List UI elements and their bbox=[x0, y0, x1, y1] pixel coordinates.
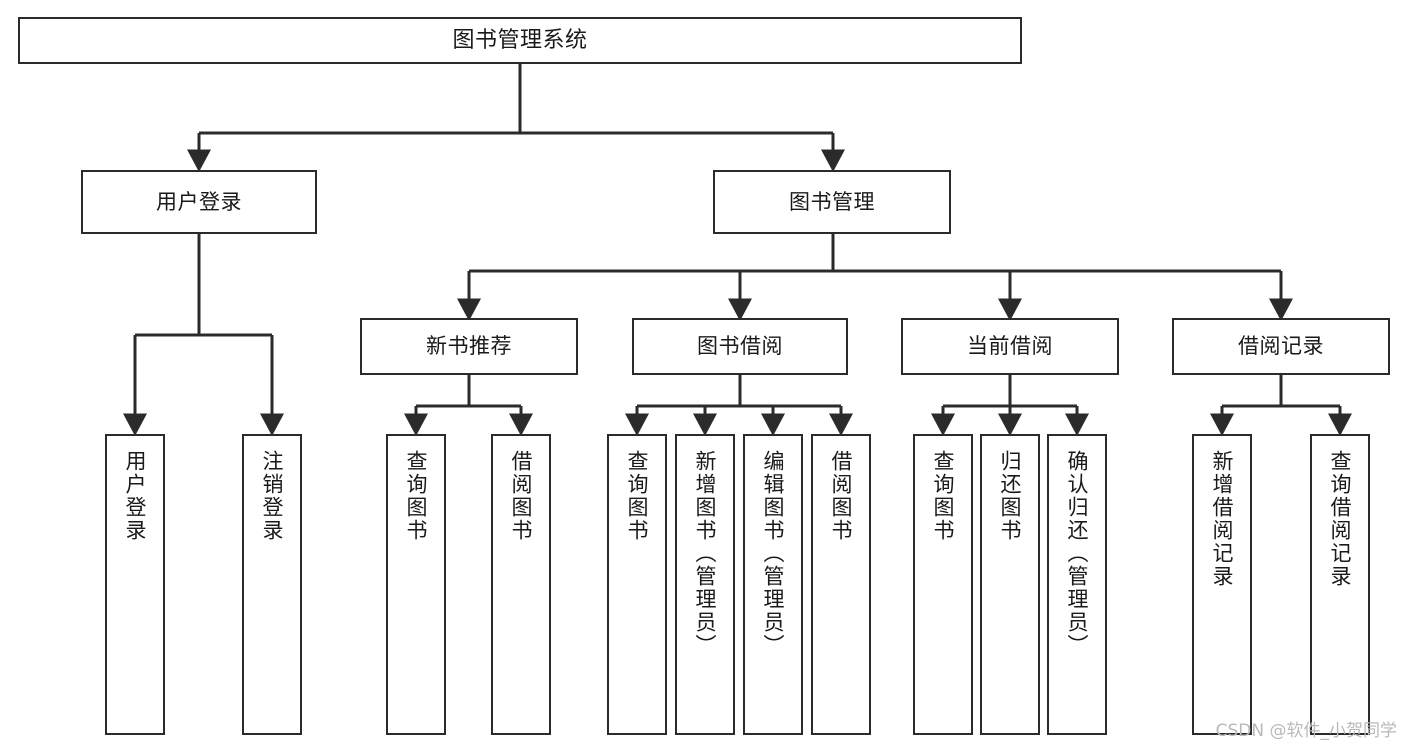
leaf-borrow-record-query[interactable]: 查询借阅记录 bbox=[1310, 434, 1370, 735]
leaf-borrow-book-query-label: 查询图书 bbox=[625, 450, 650, 542]
node-root-system[interactable]: 图书管理系统 bbox=[18, 17, 1022, 64]
node-book-management[interactable]: 图书管理 bbox=[713, 170, 951, 234]
leaf-user-login-login-label: 用户登录 bbox=[123, 450, 148, 542]
leaf-borrow-book-edit[interactable]: 编辑图书（管理员） bbox=[743, 434, 803, 735]
leaf-borrow-record-add[interactable]: 新增借阅记录 bbox=[1192, 434, 1252, 735]
leaf-current-borrow-query[interactable]: 查询图书 bbox=[913, 434, 973, 735]
node-new-book-recommend[interactable]: 新书推荐 bbox=[360, 318, 578, 375]
leaf-borrow-book-add-label: 新增图书（管理员） bbox=[693, 450, 718, 657]
leaf-new-book-borrow[interactable]: 借阅图书 bbox=[491, 434, 551, 735]
leaf-user-login-logout-label: 注销登录 bbox=[260, 450, 285, 542]
leaf-current-borrow-confirm-return[interactable]: 确认归还（管理员） bbox=[1047, 434, 1107, 735]
leaf-user-login-logout[interactable]: 注销登录 bbox=[242, 434, 302, 735]
node-book-borrow[interactable]: 图书借阅 bbox=[632, 318, 848, 375]
leaf-new-book-query-label: 查询图书 bbox=[404, 450, 429, 542]
leaf-borrow-book-borrow-label: 借阅图书 bbox=[829, 450, 854, 542]
leaf-borrow-book-add[interactable]: 新增图书（管理员） bbox=[675, 434, 735, 735]
leaf-new-book-query[interactable]: 查询图书 bbox=[386, 434, 446, 735]
node-current-borrow[interactable]: 当前借阅 bbox=[901, 318, 1119, 375]
leaf-current-borrow-return[interactable]: 归还图书 bbox=[980, 434, 1040, 735]
leaf-borrow-book-query[interactable]: 查询图书 bbox=[607, 434, 667, 735]
leaf-current-borrow-return-label: 归还图书 bbox=[998, 450, 1023, 542]
leaf-borrow-record-add-label: 新增借阅记录 bbox=[1210, 450, 1235, 588]
leaf-borrow-book-borrow[interactable]: 借阅图书 bbox=[811, 434, 871, 735]
node-current-borrow-label: 当前借阅 bbox=[967, 334, 1053, 359]
leaf-user-login-login[interactable]: 用户登录 bbox=[105, 434, 165, 735]
node-book-borrow-label: 图书借阅 bbox=[697, 334, 783, 359]
node-root-system-label: 图书管理系统 bbox=[452, 27, 588, 53]
leaf-current-borrow-confirm-return-label: 确认归还（管理员） bbox=[1065, 450, 1090, 657]
leaf-borrow-book-edit-label: 编辑图书（管理员） bbox=[761, 450, 786, 657]
node-borrow-record-label: 借阅记录 bbox=[1238, 334, 1324, 359]
csdn-watermark: CSDN @软件_小贺同学 bbox=[1215, 721, 1397, 741]
node-borrow-record[interactable]: 借阅记录 bbox=[1172, 318, 1390, 375]
leaf-borrow-record-query-label: 查询借阅记录 bbox=[1328, 450, 1353, 588]
node-user-login[interactable]: 用户登录 bbox=[81, 170, 317, 234]
node-new-book-recommend-label: 新书推荐 bbox=[426, 334, 512, 359]
leaf-new-book-borrow-label: 借阅图书 bbox=[509, 450, 534, 542]
node-user-login-label: 用户登录 bbox=[156, 189, 242, 214]
leaf-current-borrow-query-label: 查询图书 bbox=[931, 450, 956, 542]
node-book-management-label: 图书管理 bbox=[789, 189, 875, 214]
